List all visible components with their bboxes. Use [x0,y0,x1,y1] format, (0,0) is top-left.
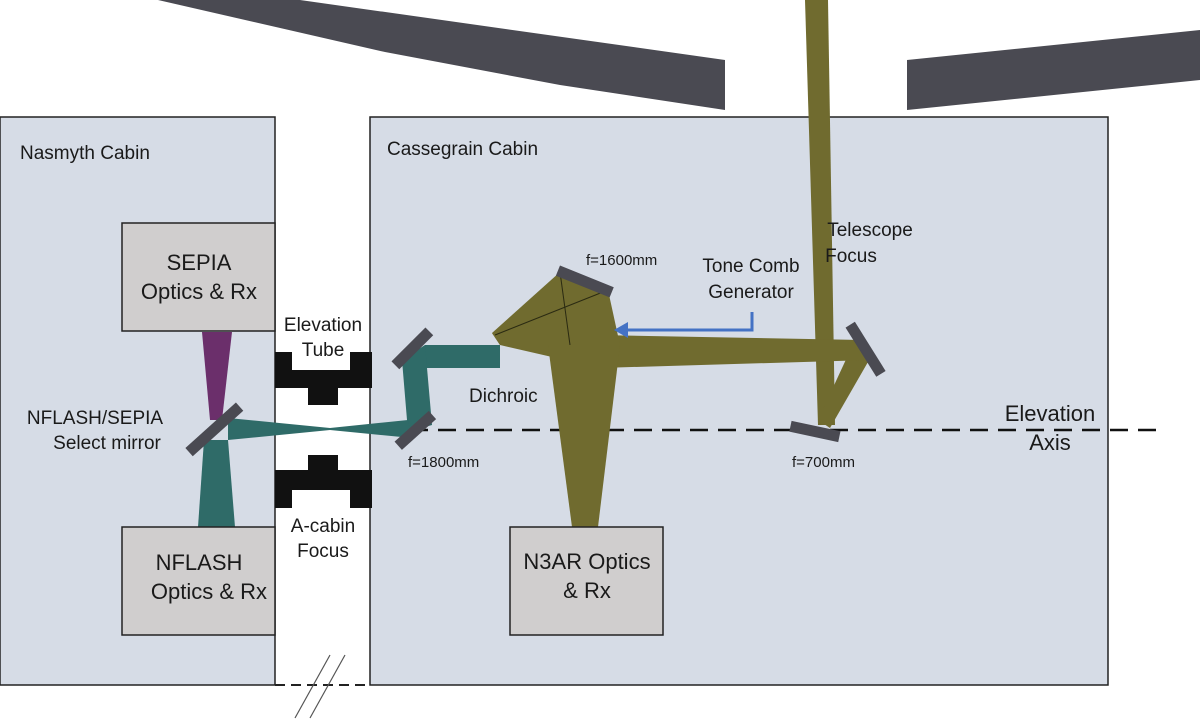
mirror-tertiary [845,321,886,377]
elevation-axis-label-2: Axis [1029,430,1071,455]
dish-segment-left [158,0,725,110]
n3ar-label-2: & Rx [563,578,611,603]
beam-telescope-down [805,0,835,425]
beam-to-1600-mirror [492,272,620,345]
acabin-focus-label-1: A-cabin [291,516,355,537]
cassegrain-cabin [369,116,1109,686]
beam-teal-tube [228,418,412,440]
nasmyth-cabin-label: Nasmyth Cabin [20,143,150,164]
dichroic-label: Dichroic [469,386,538,407]
tone-comb-arrowhead [614,322,628,338]
elevation-tube-label-2: Tube [302,340,345,361]
tone-comb-label-2: Generator [708,282,794,303]
n3ar-label-1: N3AR Optics [523,549,650,574]
beam-tertiary-diagonal [818,340,872,428]
sepia-box [121,222,276,332]
beam-purple-to-sepia [202,332,232,420]
mirror-f1800 [394,410,437,450]
elevation-tube-bracket-top [275,352,372,405]
beam-to-n3ar [548,345,620,527]
beam-edge-2 [494,289,609,336]
tone-comb-arrow [625,312,754,332]
sepia-label-2: Optics & Rx [141,279,257,304]
nflash-label-1: NFLASH [156,550,243,575]
beam-dichroic-teal [425,345,500,368]
mirror-f700 [789,420,841,443]
cassegrain-cabin-label: Cassegrain Cabin [387,139,538,160]
telescope-focus-label-2: Focus [825,246,877,267]
nflash-box [121,526,276,636]
mirror-upper-relay [391,327,434,370]
beam-teal-to-nflash [198,440,235,527]
select-mirror-label-1: NFLASH/SEPIA [27,408,164,429]
beam-edge-1 [559,271,571,346]
acabin-focus-label-2: Focus [297,541,349,562]
beam-teal-vertical [402,345,432,432]
elevation-tube-bracket-bottom [275,455,372,508]
nflash-label-2: Optics & Rx [151,579,267,604]
mirror-select [185,402,244,457]
n3ar-box [509,526,664,636]
elevation-tube-label-1: Elevation [284,315,362,336]
elevation-axis-label-1: Elevation [1005,401,1096,426]
telescope-focus-label-1: Telescope [827,220,913,241]
f1600-label: f=1600mm [586,252,657,269]
select-mirror-label-2: Select mirror [53,433,161,454]
sepia-label-1: SEPIA [167,250,232,275]
dish-segment-right [907,30,1200,110]
mirror-f1600 [555,265,614,298]
tone-comb-label-1: Tone Comb [702,256,799,277]
f1800-label: f=1800mm [408,454,479,471]
break-mark-1 [294,654,331,719]
f700-label: f=700mm [792,454,855,471]
break-mark-2 [309,654,346,719]
